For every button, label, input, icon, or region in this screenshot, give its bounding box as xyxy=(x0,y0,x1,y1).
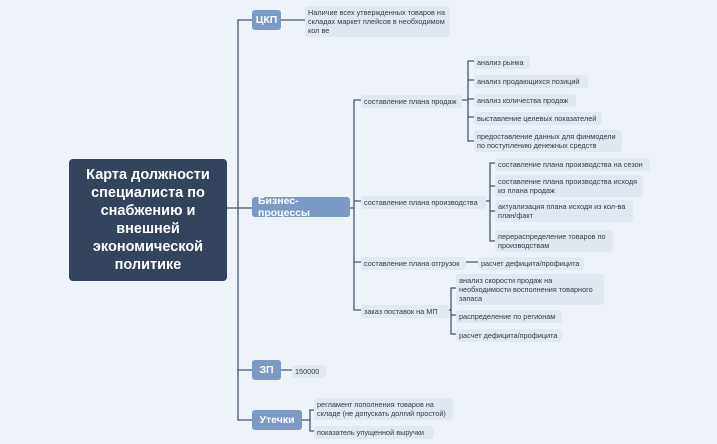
ckp-note-text: Наличие всех утвержденных товаров на скл… xyxy=(308,8,445,35)
branch-bp-label: Бизнес-процессы xyxy=(258,195,310,219)
root-title: Карта должности специалиста по снабжению… xyxy=(86,167,210,273)
mp-order-label: заказ поставок на МП xyxy=(364,307,438,316)
production-item-text: перераспределение товаров по производств… xyxy=(498,232,606,250)
mp-order-item[interactable]: распределение по регионам xyxy=(456,310,562,323)
production-plan-node[interactable]: составление плана производства xyxy=(361,196,486,209)
shipment-plan-label: составление плана отгрузок xyxy=(364,259,460,268)
leaks-item[interactable]: показатель упущенной выручки xyxy=(314,426,434,439)
production-item[interactable]: перераспределение товаров по производств… xyxy=(495,230,613,252)
branch-leaks[interactable]: Утечки xyxy=(252,410,302,430)
production-item-text: составление плана производства исходя из… xyxy=(498,177,638,195)
sales-item-text: анализ продающихся позиций xyxy=(477,77,580,86)
sales-item[interactable]: анализ рынка xyxy=(474,56,530,69)
branch-leaks-label: Утечки xyxy=(259,414,295,426)
leaks-item-text: показатель упущенной выручки xyxy=(317,428,425,437)
mp-order-item-text: расчет дефицита/профицита xyxy=(459,331,558,340)
production-item[interactable]: составление плана производства исходя из… xyxy=(495,175,643,197)
sales-item[interactable]: выставление целевых показателей xyxy=(474,112,602,125)
branch-business-processes[interactable]: Бизнес-процессы xyxy=(252,195,350,219)
sales-item-text: анализ рынка xyxy=(477,58,524,67)
branch-zp[interactable]: ЗП xyxy=(252,360,281,380)
shipment-item-text: расчет дефицита/профицита xyxy=(481,259,580,268)
branch-ckp[interactable]: ЦКП xyxy=(252,10,281,30)
production-item-text: составление плана производства на сезон xyxy=(498,160,643,169)
branch-zp-label: ЗП xyxy=(259,364,274,376)
sales-item[interactable]: предоставление данных для финмодели по п… xyxy=(474,130,622,152)
mp-order-item[interactable]: анализ скорости продаж на необходимости … xyxy=(456,274,604,305)
sales-plan-node[interactable]: составление плана продаж xyxy=(361,95,462,108)
sales-item-text: анализ количества продаж xyxy=(477,96,569,105)
production-plan-label: составление плана производства xyxy=(364,198,478,207)
zp-value-text: 150000 xyxy=(295,367,320,376)
shipment-plan-node[interactable]: составление плана отгрузок xyxy=(361,257,466,270)
mp-order-item-text: анализ скорости продаж на необходимости … xyxy=(459,276,593,303)
production-item-text: актуализация плана исходя из кол-ва план… xyxy=(498,202,626,220)
sales-item[interactable]: анализ количества продаж xyxy=(474,94,576,107)
mp-order-node[interactable]: заказ поставок на МП xyxy=(361,305,449,318)
ckp-note[interactable]: Наличие всех утвержденных товаров на скл… xyxy=(305,6,450,37)
sales-item-text: предоставление данных для финмодели по п… xyxy=(477,132,616,150)
sales-item-text: выставление целевых показателей xyxy=(477,114,597,123)
mp-order-item[interactable]: расчет дефицита/профицита xyxy=(456,329,562,342)
sales-plan-label: составление плана продаж xyxy=(364,97,457,106)
sales-item[interactable]: анализ продающихся позиций xyxy=(474,75,588,88)
root-node[interactable]: Карта должности специалиста по снабжению… xyxy=(69,159,227,281)
mp-order-item-text: распределение по регионам xyxy=(459,312,556,321)
shipment-item[interactable]: расчет дефицита/профицита xyxy=(478,257,584,270)
zp-value[interactable]: 150000 xyxy=(292,365,326,378)
leaks-item-text: регламент пополнения товаров на складе (… xyxy=(317,400,446,418)
branch-ckp-label: ЦКП xyxy=(255,14,278,26)
leaks-item[interactable]: регламент пополнения товаров на складе (… xyxy=(314,398,453,420)
production-item[interactable]: актуализация плана исходя из кол-ва план… xyxy=(495,200,633,222)
production-item[interactable]: составление плана производства на сезон xyxy=(495,158,650,171)
